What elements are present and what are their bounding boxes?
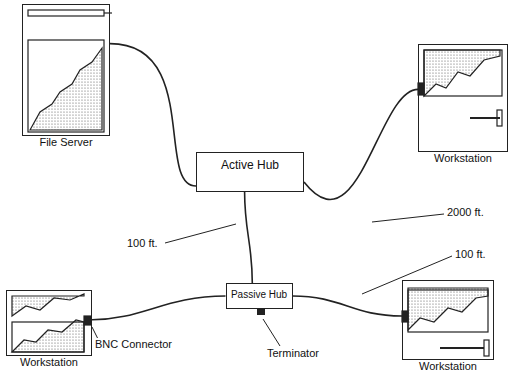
computer-caption: File Server [39,136,92,148]
workstation-box: Workstation [402,280,494,360]
network-cable [293,296,403,316]
computer-caption: Workstation [434,152,492,164]
network-cable [304,89,418,199]
file-server-drawing [28,10,112,132]
leader-lines [92,214,452,346]
cable-label: Terminator [266,347,320,360]
hub-label: Active Hub [221,159,279,173]
workstation-drawing [12,294,91,352]
file-server-box: File Server [22,4,110,136]
hub-label: Passive Hub [231,289,287,301]
workstation-drawing [402,288,489,356]
network-cable [92,296,226,320]
workstation-box: Workstation [6,290,92,356]
active-hub-box: Active Hub [196,152,304,192]
passive-hub-box: Passive Hub [226,283,293,309]
cable-label: 100 ft. [454,248,487,261]
terminator-symbol [257,308,265,315]
workstation-drawing [418,50,502,126]
cable-label: 2000 ft. [446,206,485,219]
cable-label: BNC Connector [94,338,173,351]
network-cable [245,192,253,283]
cable-label: 100 ft. [126,237,159,250]
network-cable [110,44,196,186]
computer-caption: Workstation [419,360,477,372]
workstation-box: Workstation [418,44,508,152]
computer-caption: Workstation [20,356,78,368]
